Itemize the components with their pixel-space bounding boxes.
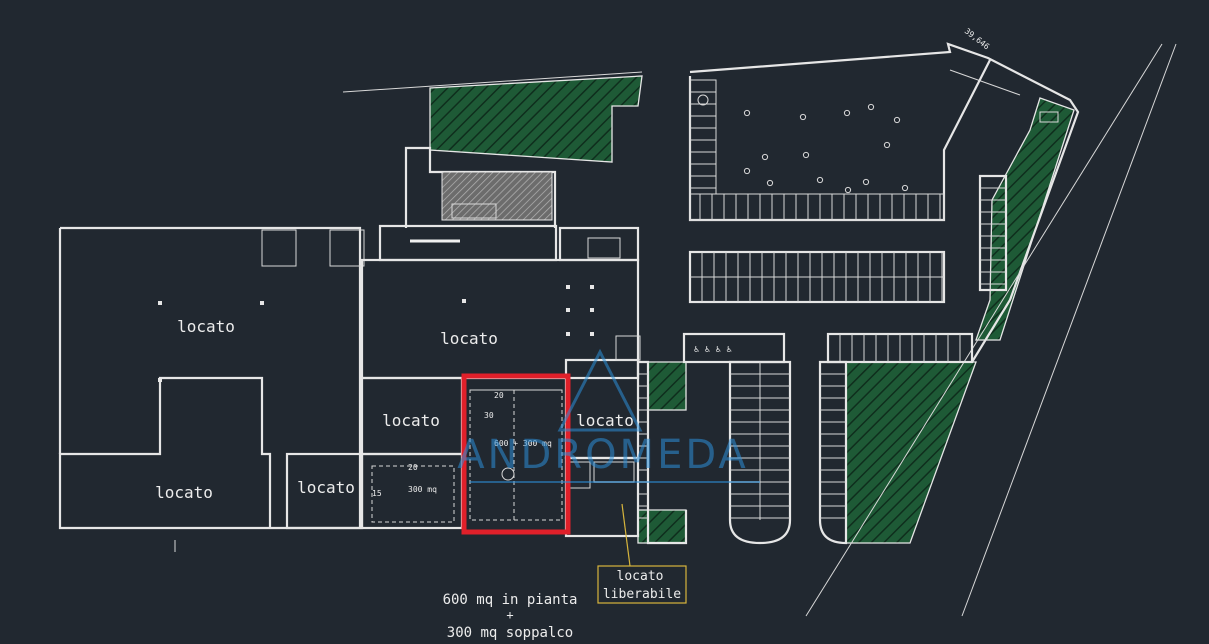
green-area-south-east	[845, 361, 977, 544]
structural-columns	[158, 285, 594, 382]
column-marker	[590, 285, 594, 289]
highlighted-dim-top: 20	[494, 391, 504, 400]
watermark: ANDROMEDA	[457, 348, 760, 483]
road-edge-1	[961, 43, 1177, 617]
room-label-west-south: locato	[155, 483, 213, 502]
column-marker	[590, 308, 594, 312]
tree-icon	[844, 186, 852, 194]
column-marker	[566, 332, 570, 336]
tree-icon	[743, 167, 751, 175]
green-area-south	[637, 509, 687, 544]
svg-text:♿ ♿ ♿ ♿: ♿ ♿ ♿ ♿	[694, 345, 733, 355]
room-label-east-unit: locato	[576, 411, 634, 430]
tree-icon	[816, 176, 824, 184]
gate-symbol	[1039, 111, 1059, 123]
callout-area-line2: 300 mq soppalco	[447, 625, 573, 641]
adjacent-dim-side: 15	[372, 489, 382, 498]
middle-parking: ♿ ♿ ♿ ♿	[682, 174, 1008, 364]
road-edge-2	[805, 43, 1163, 617]
column-marker	[590, 332, 594, 336]
column-marker	[462, 299, 466, 303]
green-area-north	[429, 75, 643, 163]
north-boundary-line	[342, 71, 643, 93]
green-area-parking-island	[647, 361, 687, 411]
tree-icon	[867, 103, 875, 111]
adjacent-dim-top: 20	[408, 463, 418, 472]
room-label-center-small: locato	[297, 478, 355, 497]
tree-icon	[766, 179, 774, 187]
callouts: locato liberabile 600 mq in pianta + 300…	[443, 503, 687, 641]
watermark-text: ANDROMEDA	[457, 432, 749, 478]
tree-icon	[799, 113, 807, 121]
tree-icon	[883, 141, 891, 149]
column-marker	[566, 285, 570, 289]
accessible-marker	[697, 94, 709, 106]
west-block-outline	[58, 226, 362, 530]
tree-icon	[893, 116, 901, 124]
room-label-center-north: locato	[440, 329, 498, 348]
room-label-west-large: locato	[177, 317, 235, 336]
tree-icon	[843, 109, 851, 117]
survey-mark-label: 39,646	[963, 26, 991, 51]
green-areas	[429, 75, 1075, 544]
callout-area-line1: 600 mq in pianta	[443, 592, 578, 608]
green-area-east-strip	[975, 97, 1075, 341]
highlighted-unit-frame	[461, 373, 571, 535]
callout-area-plus: +	[506, 608, 513, 622]
highlighted-area-label: 600 + 300 mq	[494, 439, 552, 448]
column-marker	[158, 378, 162, 382]
callout-box-line2: liberabile	[603, 587, 681, 602]
tree-icon	[802, 151, 810, 159]
tree-icon	[862, 178, 870, 186]
room-labels: locato locato locato locato locato locat…	[155, 317, 634, 502]
callout-box	[597, 565, 687, 604]
site-boundaries	[342, 42, 1177, 617]
parking-perimeter	[689, 42, 1080, 363]
north-annex	[378, 146, 558, 262]
entrance-line	[949, 69, 1021, 96]
room-label-center-mid: locato	[382, 411, 440, 430]
watermark-logo-icon	[557, 348, 643, 432]
adjacent-area-label: 300 mq	[408, 485, 437, 494]
tree-icon	[761, 153, 769, 161]
column-marker	[566, 308, 570, 312]
tree-icon	[901, 184, 909, 192]
highlighted-dim-side: 30	[484, 411, 494, 420]
north-parking	[688, 59, 991, 222]
column-marker	[158, 301, 162, 305]
column-marker	[260, 301, 264, 305]
callout-box-line1: locato	[617, 569, 664, 584]
tree-icon	[743, 109, 751, 117]
